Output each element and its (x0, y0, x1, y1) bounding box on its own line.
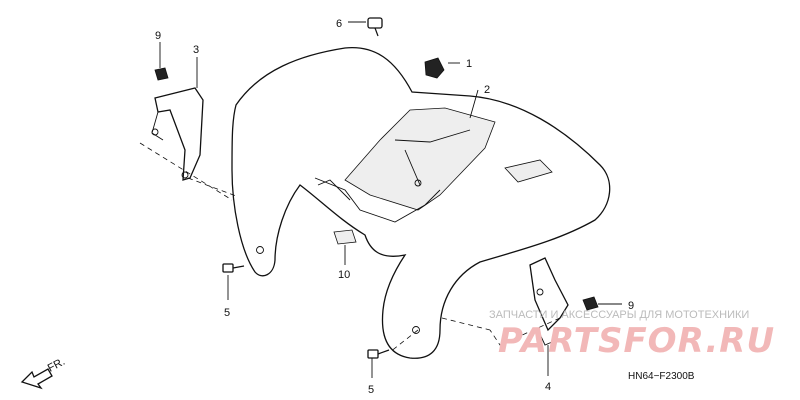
callout-4: 4 (545, 381, 551, 393)
front-label: FR. (46, 356, 67, 375)
front-direction-indicator: FR. (20, 356, 67, 390)
callout-10: 10 (338, 269, 350, 281)
callout-9-left: 9 (155, 30, 161, 42)
watermark-brand: PARTSFOR.RU (498, 321, 775, 361)
watermark: ЗАПЧАСТИ И АКСЕССУАРЫ ДЛЯ МОТОТЕХНИКИ PA… (489, 309, 775, 361)
right-stay-bracket (529, 257, 569, 346)
callout-9-right: 9 (628, 300, 634, 312)
front-arrow-icon (20, 368, 53, 390)
right-nut (582, 296, 599, 311)
small-rubber-pad (333, 229, 357, 245)
left-stay-bracket (151, 87, 204, 181)
callout-6: 6 (336, 18, 342, 30)
left-nut (154, 67, 169, 81)
callout-5-bottom: 5 (368, 384, 374, 396)
watermark-caption: ЗАПЧАСТИ И АКСЕССУАРЫ ДЛЯ МОТОТЕХНИКИ (489, 309, 749, 321)
rear-fender (231, 46, 611, 359)
callout-2: 2 (484, 84, 490, 96)
callout-3: 3 (193, 44, 199, 56)
flange-bolt-top (367, 17, 383, 37)
callout-1: 1 (466, 58, 472, 70)
callout-5-left: 5 (224, 307, 230, 319)
leader-lines (159, 21, 622, 378)
bolt-left (222, 263, 245, 273)
rubber-mount (424, 57, 445, 79)
diagram-code: HN64−F2300B (628, 371, 695, 382)
bolt-bottom (367, 349, 390, 359)
assembly-lines (139, 142, 561, 353)
